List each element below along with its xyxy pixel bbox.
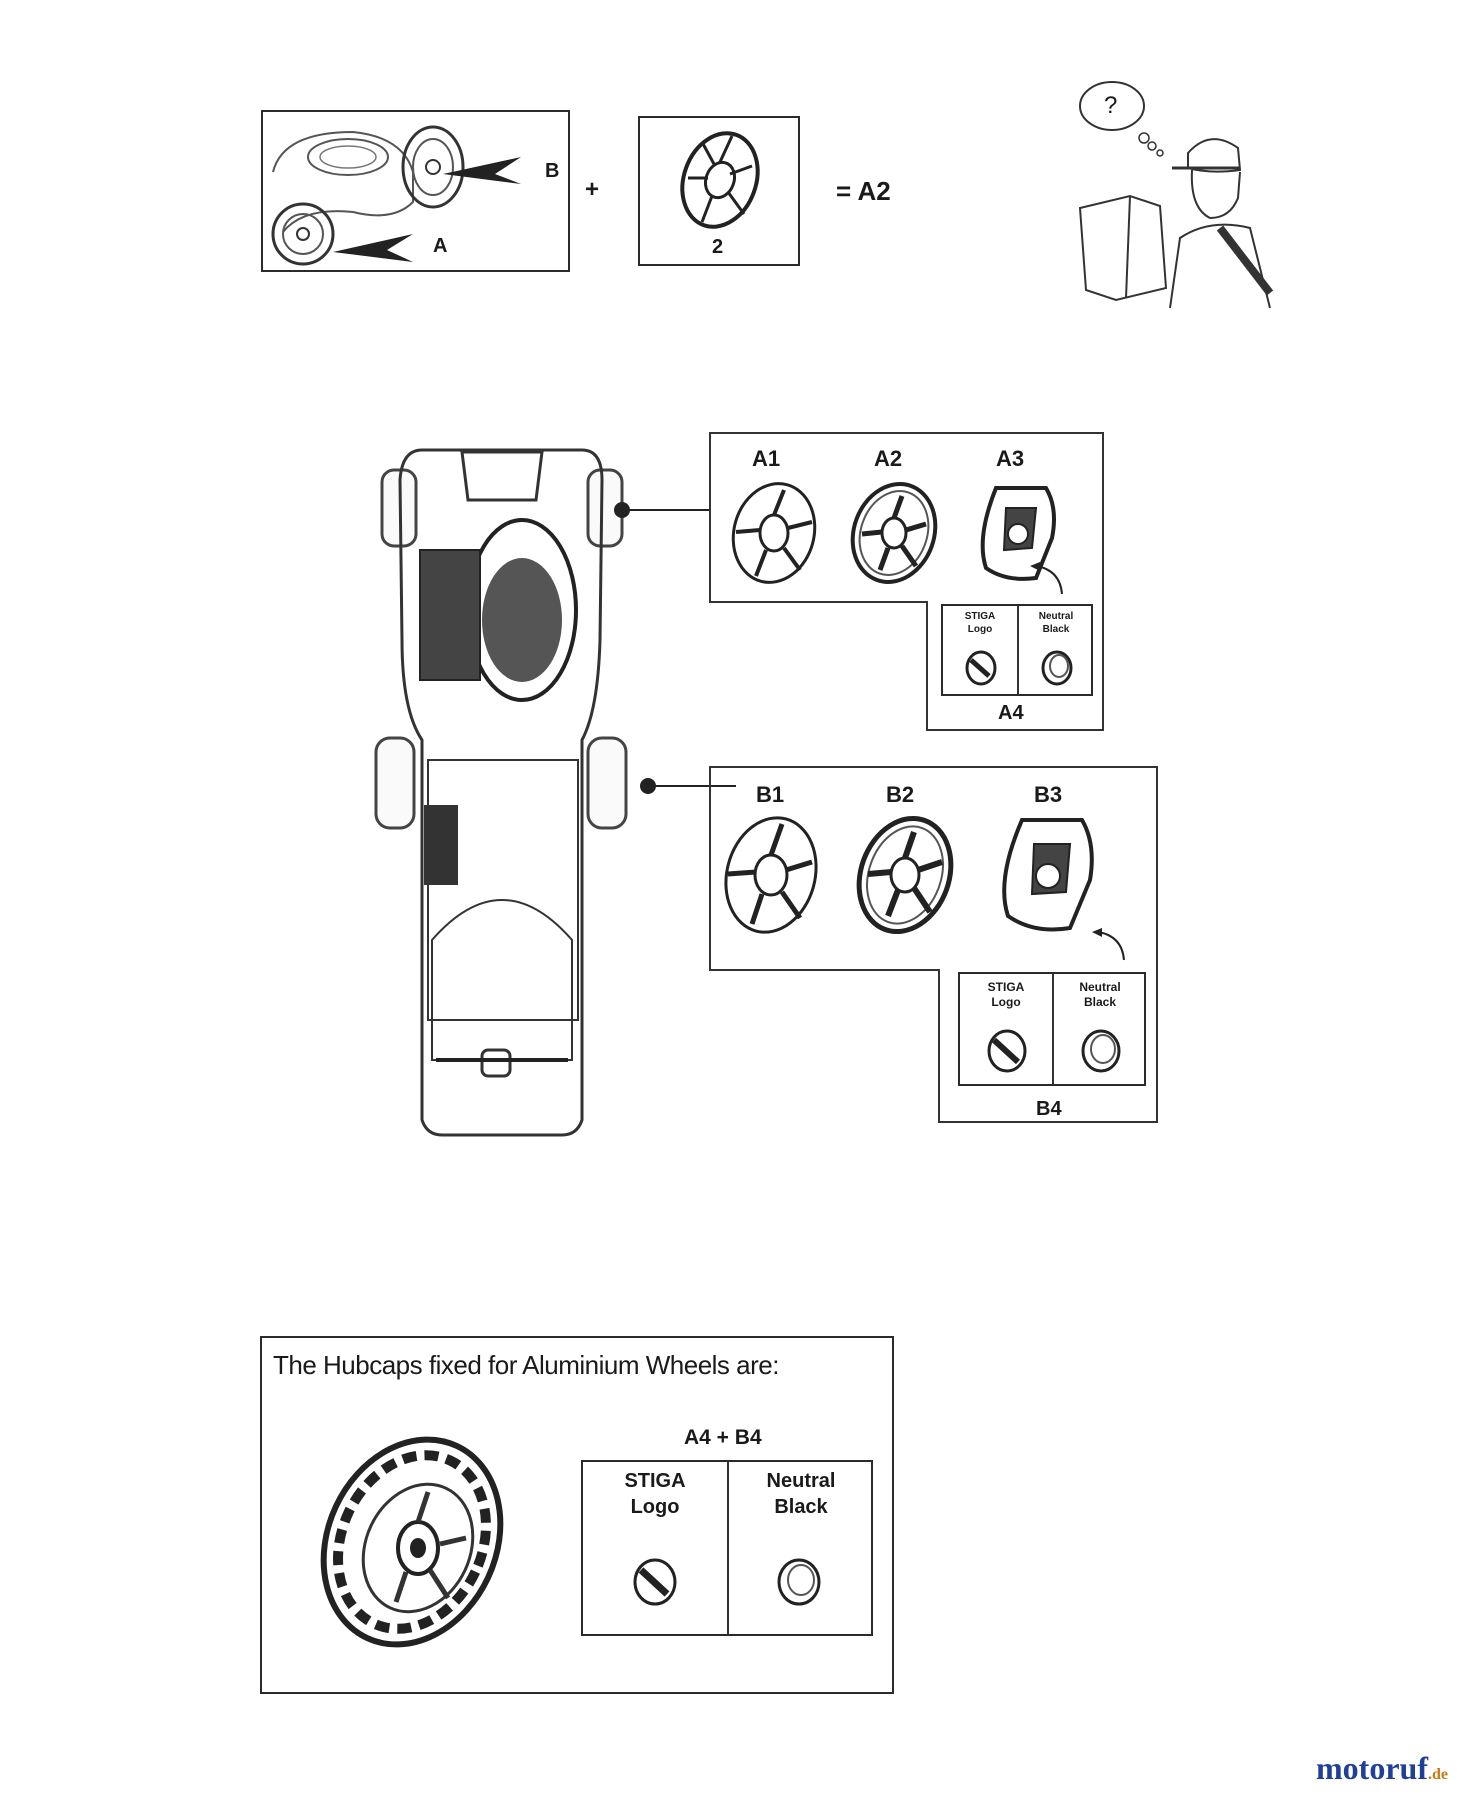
hubcap-a2-icon [850,482,938,584]
wheel-location-panel: B A [261,110,570,272]
aluminium-neutral-insert-icon [777,1558,821,1606]
front-group-frame [709,432,1104,731]
front-wheel-connector [614,502,710,518]
arrow-to-a4 [1030,562,1063,595]
b4-insert-table: STIGA Logo Neutral Black [958,972,1146,1086]
hubcap-icon [680,131,760,229]
hubcap-a3-label: A3 [996,446,1025,471]
a4-neutral-insert-icon [1041,650,1073,686]
arrow-to-b4 [1092,928,1125,961]
b4-neutral-black-label: Neutral Black [1079,980,1121,1009]
rear-wheel-connector [640,778,736,794]
b4-label: B4 [1036,1098,1062,1120]
aluminium-wheel-illustration [320,1436,504,1648]
aluminium-stiga-logo-label: STIGA Logo [624,1470,686,1518]
b4-stiga-logo-label: STIGA Logo [987,980,1025,1009]
rear-group-frame [709,766,1158,1123]
hubcap-a1-label: A1 [752,446,781,471]
hubcap-a3-icon [980,486,1056,581]
a4-stiga-insert-icon [965,650,997,686]
hubcap-number: 2 [712,236,724,258]
b4-neutral-insert-icon [1081,1029,1121,1073]
aluminium-wheels-panel: The Hubcaps fixed for Aluminium Wheels a… [260,1336,894,1694]
person-reading-manual-illustration [1078,81,1274,309]
hubcap-b1-icon [724,816,818,934]
hubcap-a1-icon [731,482,817,584]
watermark-domain: .de [1427,1766,1448,1783]
hubcap-b1-label: B1 [756,782,785,807]
equals-result: = A2 [836,176,891,206]
b4-stiga-insert-icon [987,1029,1027,1073]
watermark-main: motoruf [1316,1750,1428,1786]
a4-neutral-black-label: Neutral Black [1038,611,1074,635]
hubcap-b2-icon [856,815,954,935]
hubcap-b2-label: B2 [886,782,915,807]
aluminium-panel-title: The Hubcaps fixed for Aluminium Wheels a… [273,1350,779,1380]
label-b: B [545,160,560,182]
a4-insert-table: STIGA Logo Neutral Black [941,604,1093,696]
hubcap-b3-label: B3 [1034,782,1063,807]
mower-top-view-illustration [374,448,628,1137]
plus-sign: + [585,176,600,203]
hubcap-b3-icon [1002,818,1094,932]
aluminium-neutral-black-label: Neutral Black [766,1470,836,1518]
aluminium-insert-table: STIGA Logo Neutral Black [581,1460,873,1636]
mower-wheels-illustration [271,125,521,266]
combo-label: A4 + B4 [684,1426,762,1449]
motoruf-watermark: motoruf.de [1316,1750,1448,1787]
label-a: A [433,235,448,257]
a4-stiga-logo-label: STIGA Logo [964,611,996,635]
a4-label: A4 [998,702,1024,724]
question-mark: ? [1104,92,1118,119]
hubcap-a2-label: A2 [874,446,903,471]
aluminium-stiga-insert-icon [633,1558,677,1606]
hubcap-panel: 2 [638,116,800,266]
